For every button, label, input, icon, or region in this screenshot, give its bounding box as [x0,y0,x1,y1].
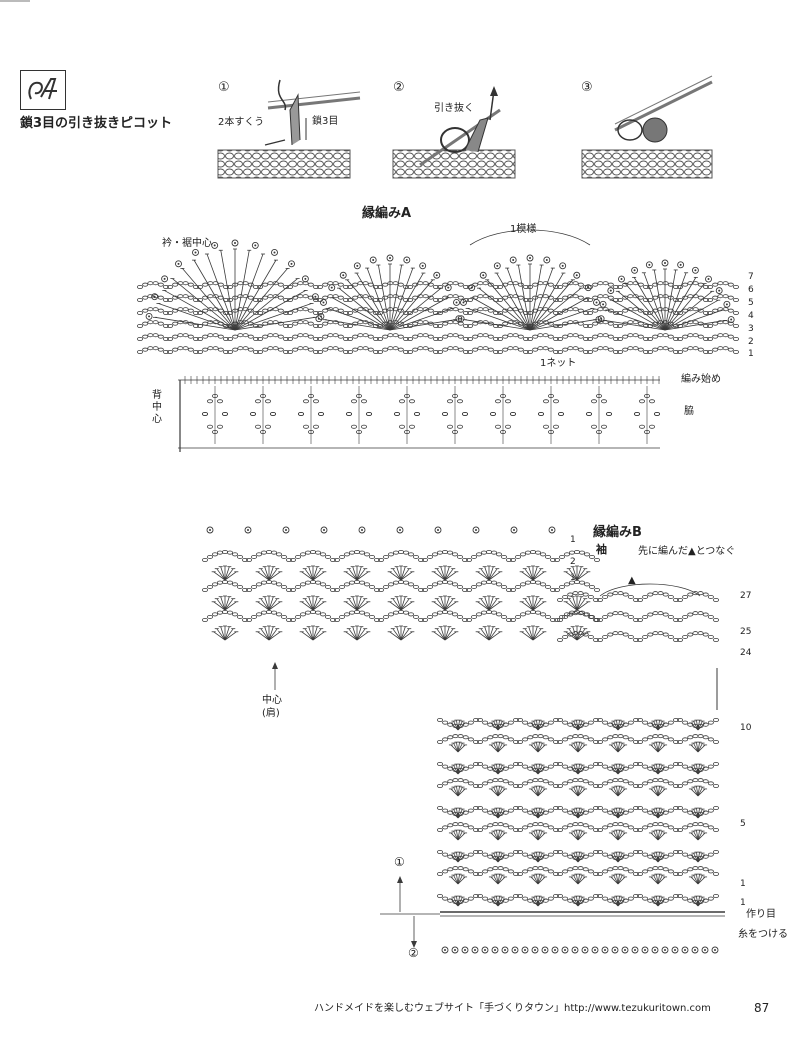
edging-b-top-row-2: 2 [570,557,576,567]
edging-b-row-24: 24 [740,648,752,658]
edging-a-row-6: 6 [748,285,754,295]
edging-b-row-1a: 1 [740,879,746,889]
edging-b-attach-label: 糸をつける [738,929,788,940]
edging-b-center-label: 中心 [262,695,282,706]
edging-b-row-10: 10 [740,723,752,733]
edging-b-sleeve-label: 袖 [596,543,607,556]
edging-a-row-7: 7 [748,272,754,282]
edging-a-title: 縁編みA [362,206,412,221]
edging-a-row-1: 1 [748,349,754,359]
step-3-illustration [581,75,713,179]
crochet-hook-icon [28,78,57,100]
edging-a-start-label: 編み始め [681,374,721,385]
section-icon-box [20,70,66,110]
step-3-number: ③ [581,80,593,95]
edging-b-direction-1: ① [394,855,405,869]
edging-a-row-4: 4 [748,311,754,321]
edging-b-row-25: 25 [740,627,752,637]
edging-b-top-row-1b: 1 [570,573,576,583]
page-number: 87 [754,1001,770,1015]
step-2-illustration [392,86,516,179]
edging-b-row-1b: 1 [740,898,746,908]
step-1-illustration [217,79,361,179]
edging-b-join-note: 先に編んだ▲とつなぐ [638,546,736,557]
edging-a-back-center-2: 中 [152,402,162,413]
technique-title: 鎖3目の引き抜きピコット [20,116,173,131]
edging-a-row-3: 3 [748,324,754,334]
edging-a-back-center-3: 心 [152,414,162,425]
step-illustrations [217,75,713,179]
step-2-number: ② [393,80,405,95]
edging-b-triangle-mark: ▲ [628,575,636,586]
edging-a-repeat-label: 1模様 [510,224,537,235]
edging-b-row-5: 5 [740,819,746,829]
edging-a-row-5: 5 [748,298,754,308]
edging-b-direction-2: ② [408,946,419,960]
edging-b-shoulder-label: (肩) [262,708,280,719]
edging-a-back-center-1: 背 [152,390,162,401]
step-1-label-b: 鎖3目 [312,116,339,127]
edging-a-row-2: 2 [748,337,754,347]
footer-website[interactable]: ハンドメイドを楽しむウェブサイト「手づくりタウン」http://www.tezu… [314,1003,711,1014]
edging-a-net-label: 1ネット [540,358,577,369]
top-edge-mark [0,0,30,2]
step-1-label-a: 2本すくう [218,117,265,128]
edging-b-foundation-label: 作り目 [746,909,776,920]
edging-a-side-label: 脇 [684,406,694,417]
edging-b-title: 縁編みB [593,525,642,540]
edging-b-row-27: 27 [740,591,752,601]
edging-b-top-row-1a: 1 [570,535,576,545]
step-2-label-a: 引き抜く [434,103,474,114]
step-1-number: ① [218,80,230,95]
edging-a-center-label: 衿・裾中心 [162,238,212,249]
